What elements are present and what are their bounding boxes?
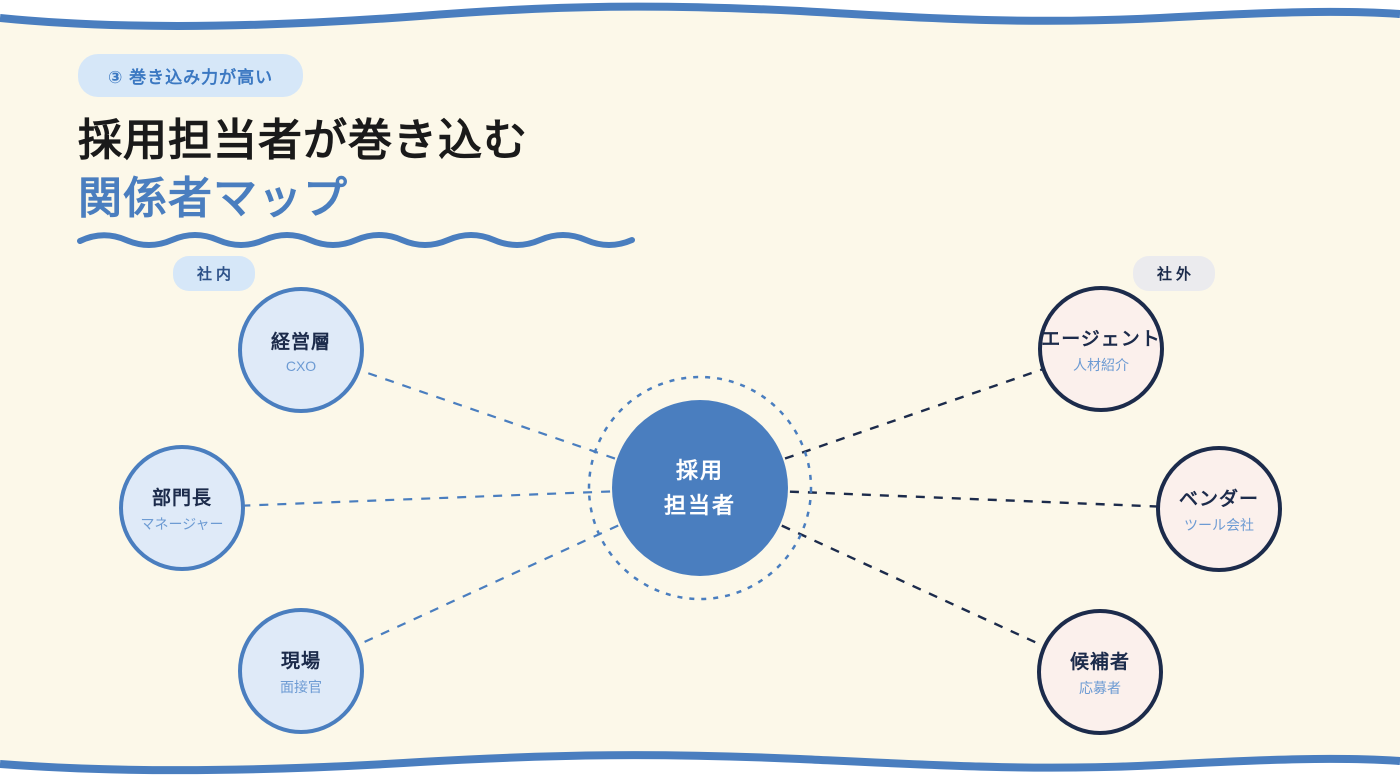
- page-title-line1: 採用担当者が巻き込む: [78, 116, 528, 165]
- top-wave-line: [0, 2, 1400, 31]
- connector-center-to-vendor: [699, 486, 1220, 511]
- node-genba-label: 現場: [280, 650, 321, 672]
- bottom-wave-fill: [0, 755, 1400, 780]
- node-genba-sublabel: 面接官: [280, 678, 322, 695]
- header-badge: ③ 巻き込み力が高い: [78, 54, 304, 97]
- connector-center-to-bumonchou: [181, 486, 701, 510]
- node-vendor: ベンダー ツール会社: [1156, 446, 1282, 572]
- node-bumonchou-label: 部門長: [151, 487, 212, 509]
- node-genba: 現場 面接官: [238, 608, 364, 734]
- node-agent-label: エージェント: [1041, 328, 1161, 350]
- node-keieisou-sublabel: CXO: [285, 357, 317, 374]
- group-label-external: 社外: [1133, 256, 1216, 291]
- page-title: 採用担当者が巻き込む 関係者マップ: [78, 112, 528, 228]
- center-node-line1: 採用: [675, 457, 724, 483]
- node-agent-sublabel: 人材紹介: [1073, 356, 1129, 373]
- node-vendor-sublabel: ツール会社: [1184, 516, 1254, 533]
- node-vendor-label: ベンダー: [1178, 488, 1259, 510]
- node-bumonchou: 部門長 マネージャー: [119, 445, 245, 571]
- node-kouhosha: 候補者 応募者: [1037, 609, 1163, 735]
- node-bumonchou-sublabel: マネージャー: [140, 515, 224, 532]
- node-kouhosha-label: 候補者: [1069, 651, 1130, 673]
- center-node-line2: 担当者: [663, 493, 736, 518]
- group-label-internal: 社内: [173, 256, 256, 291]
- node-saiyou-tantousha: 採用 担当者: [612, 400, 788, 576]
- bottom-wave-line: [0, 751, 1400, 775]
- center-node-dashed-ring: [587, 375, 813, 601]
- page-title-line2: 関係者マップ: [78, 174, 348, 224]
- node-kouhosha-sublabel: 応募者: [1079, 679, 1121, 696]
- node-keieisou: 経営層 CXO: [238, 287, 364, 413]
- node-agent: エージェント 人材紹介: [1038, 286, 1164, 412]
- title-wavy-underline: [77, 232, 635, 248]
- node-keieisou-label: 経営層: [270, 331, 331, 353]
